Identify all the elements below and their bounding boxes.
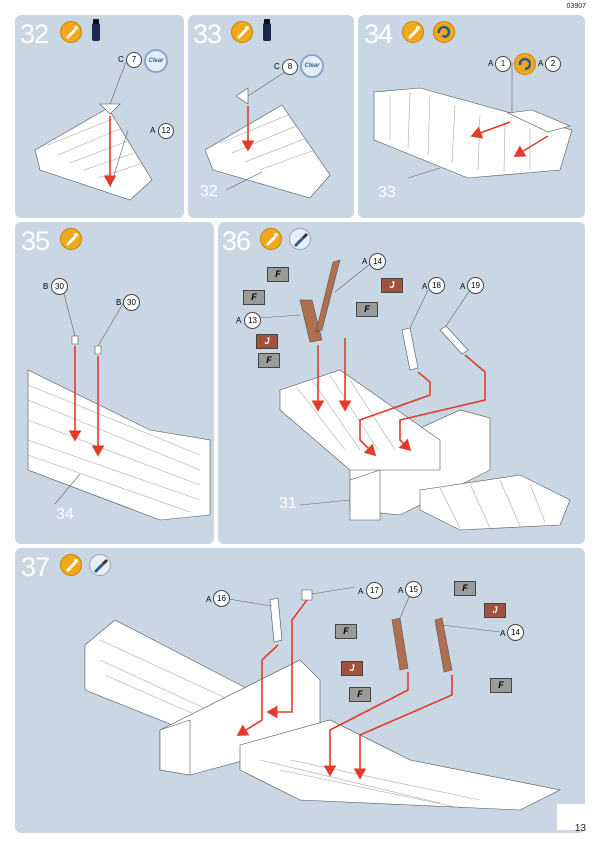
assembly-arrow [359,371,431,457]
part-callout: A [500,629,506,638]
brush-icon [89,554,111,576]
clear-paint-badge: Clear [144,49,168,73]
strut-part [439,325,469,355]
part-callout-circle: 15 [405,581,422,598]
strut-part [434,617,453,673]
strut-part [269,597,283,643]
flag-j: J [256,334,278,349]
assembly-arrow [266,599,308,719]
step-number: 33 [193,19,222,49]
strut-part [391,617,409,671]
brush-icon [289,228,311,250]
part-callout-circle: 18 [428,277,445,294]
part-callout-circle: 1 [495,56,511,72]
flag-f: F [258,353,280,368]
part-callout: A [422,282,428,291]
part-callout-circle: 14 [507,624,524,641]
flag-f: F [490,678,512,693]
part-callout: A [538,59,544,68]
part-callout: B [43,282,49,291]
box-part [349,469,381,521]
flag-f: F [243,290,265,305]
page-number-box [557,804,587,830]
step-number: 32 [20,19,49,49]
part-callout: A [236,316,242,325]
reference-label: 32 [200,183,218,200]
lower-wing-part [239,719,561,811]
paint-bottle-icon [263,19,271,41]
assembly-arrow [470,121,511,139]
step-number: 35 [21,226,50,256]
flag-f: F [335,624,357,639]
step-number: 34 [364,19,393,49]
assembly-arrow [353,675,453,780]
part-callout: A [488,59,494,68]
part-callout-circle: 7 [126,52,142,68]
part-callout-circle: 30 [123,294,140,311]
aileron-part [506,109,571,133]
strut-part [315,259,341,333]
assembly-arrow [236,644,279,736]
part-callout: A [358,587,364,596]
part-callout-circle: 14 [369,253,386,270]
strut-part [301,589,313,601]
flag-f: F [356,302,378,317]
lower-wing-part [27,369,211,521]
clear-paint-badge: Clear [300,54,324,78]
glue-icon [231,21,253,43]
reference-label: 34 [56,506,74,523]
reference-label: 33 [378,184,396,201]
reference-label: 31 [279,495,297,512]
part-callout: A [460,282,466,291]
wing-part [373,87,573,179]
box-part [159,719,191,776]
tail-plane-part [204,104,331,199]
rotate-icon [433,21,455,43]
part-callout-circle: 12 [158,123,174,139]
part-callout: A [150,126,156,135]
part-callout-circle: 19 [467,277,484,294]
flag-f: F [349,687,371,702]
page-number: 13 [574,823,586,834]
part-callout: A [362,257,368,266]
glue-icon [60,228,82,250]
flag-f: F [454,581,476,596]
part-callout-circle: 13 [244,312,261,329]
lower-wing-part [419,474,571,531]
catalog-code: 03907 [566,3,586,10]
part-callout: A [398,586,404,595]
clear-part [235,87,249,105]
glue-icon [260,228,282,250]
part-callout: C [118,55,124,64]
part-callout: A [206,595,212,604]
step-number: 37 [21,552,50,582]
glue-icon [60,21,82,43]
assembly-arrow [513,135,549,157]
flag-j: J [341,661,363,676]
rotate-icon [514,53,536,75]
small-part [71,335,79,345]
strut-part [401,327,419,371]
assembly-arrow [323,672,409,777]
part-callout-circle: 8 [282,59,298,75]
flag-j: J [381,278,403,293]
part-callout: C [274,62,280,71]
step-number: 36 [222,226,251,256]
glue-icon [60,554,82,576]
part-callout-circle: 30 [51,278,68,295]
flag-f: F [267,267,289,282]
part-callout-circle: 17 [366,582,383,599]
glue-icon [402,21,424,43]
part-callout-circle: 2 [545,56,561,72]
flag-j: J [484,603,506,618]
paint-bottle-icon [92,19,100,41]
part-callout-circle: 16 [213,590,230,607]
small-part [94,345,102,355]
part-callout: B [116,298,122,307]
assembly-arrow [398,354,486,452]
